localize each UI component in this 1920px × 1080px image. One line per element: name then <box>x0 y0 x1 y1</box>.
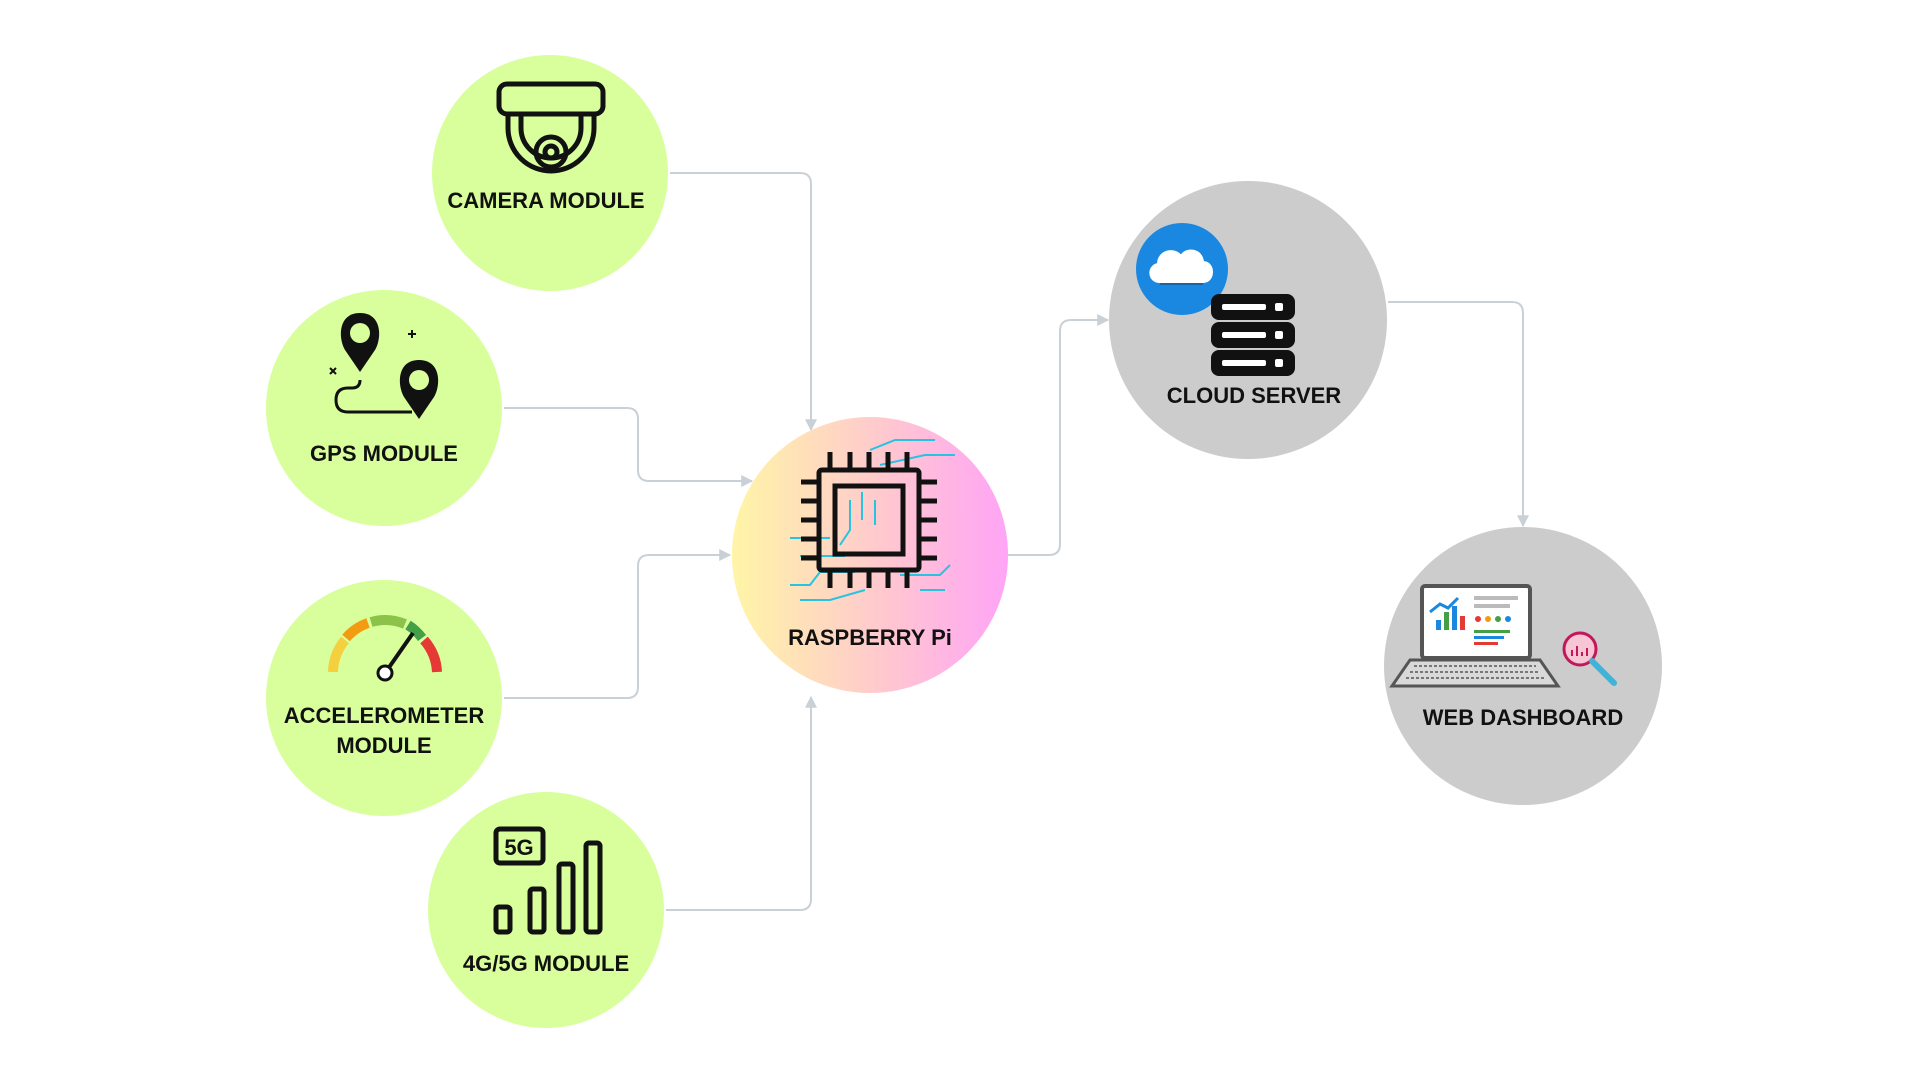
cloud-server-label: CLOUD SERVER <box>1167 383 1342 408</box>
map-route-icon <box>329 313 439 419</box>
connector-cellular-to-raspberry <box>666 695 817 911</box>
laptop-analytics-icon <box>1389 584 1617 688</box>
raspberry-pi-label: RASPBERRY Pi <box>788 625 952 650</box>
accelerometer-label-line1: ACCELEROMETER <box>284 703 485 728</box>
connector-raspberry-to-cloud <box>1008 314 1110 556</box>
connectors <box>504 172 1529 911</box>
cellular-module-label: 4G/5G MODULE <box>463 951 629 976</box>
connector-camera-to-raspberry <box>670 172 817 432</box>
connector-accelerometer-to-raspberry <box>504 549 732 699</box>
dome-camera-icon <box>496 81 606 174</box>
cloud-server-node: CLOUD SERVER <box>1109 181 1387 459</box>
accelerometer-label-line2: MODULE <box>336 733 431 758</box>
accelerometer-module-node: ACCELEROMETER MODULE <box>266 580 502 816</box>
web-dashboard-node: WEB DASHBOARD <box>1384 527 1662 805</box>
web-dashboard-label: WEB DASHBOARD <box>1423 705 1623 730</box>
raspberry-pi-node: RASPBERRY Pi <box>732 417 1008 693</box>
5g-badge-text: 5G <box>504 835 533 860</box>
gps-module-label: GPS MODULE <box>310 441 458 466</box>
connector-gps-to-raspberry <box>504 407 754 487</box>
signal-bars-5g-icon <box>493 826 603 935</box>
circuit-traces <box>790 439 955 601</box>
connector-cloud-to-dashboard <box>1388 301 1529 528</box>
camera-module-label: CAMERA MODULE <box>447 188 644 213</box>
gps-module-node: GPS MODULE <box>266 290 502 526</box>
cloud-server-icon <box>1136 223 1295 376</box>
processor-chip-icon <box>790 439 955 601</box>
camera-module-node: CAMERA MODULE <box>432 55 668 291</box>
speedometer-gauge-icon <box>328 615 442 682</box>
cellular-module-node: 5G 4G/5G MODULE <box>428 792 664 1028</box>
